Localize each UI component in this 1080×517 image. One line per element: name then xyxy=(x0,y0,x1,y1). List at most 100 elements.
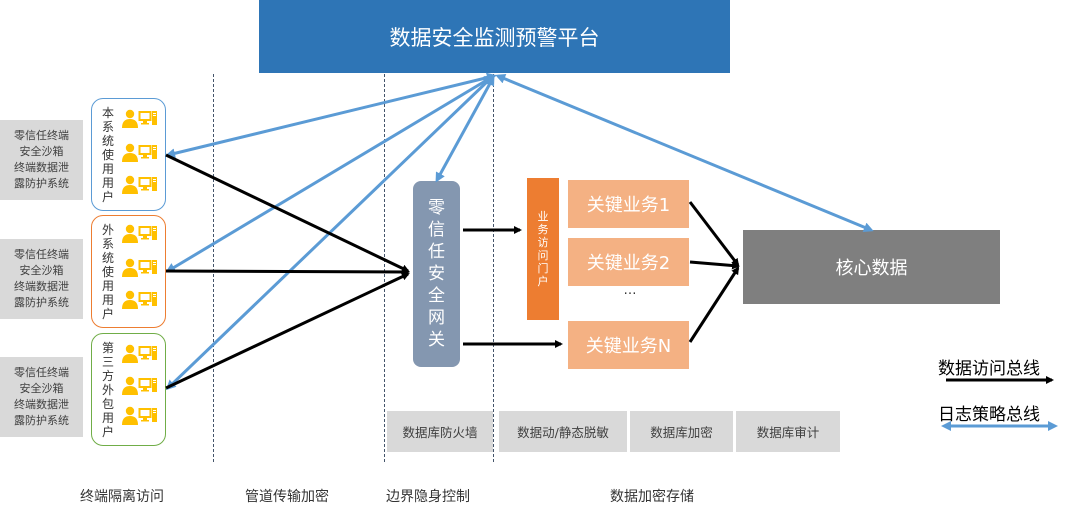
data-bus-arrow xyxy=(165,272,410,390)
user-group-internal: 本系统使用用户 xyxy=(91,98,166,211)
vertical-label-char: 用 xyxy=(101,292,114,307)
user-computer-icon xyxy=(122,224,158,244)
layer-label-storage: 数据加密存储 xyxy=(610,489,694,505)
user-computer-icon xyxy=(122,175,158,195)
legend-data-access-label: 数据访问总线 xyxy=(938,359,1040,379)
vertical-label-char: 用 xyxy=(101,175,114,190)
vertical-label-char: 问 xyxy=(537,249,549,262)
business-access-portal: 业务访问门户 xyxy=(527,178,559,320)
terminal-protection-line: 露防护系统 xyxy=(14,296,69,309)
legend-log-policy-label: 日志策略总线 xyxy=(938,405,1040,425)
terminal-protection-line: 露防护系统 xyxy=(14,177,69,190)
terminal-protection-line: 安全沙箱 xyxy=(19,382,64,395)
vertical-label-char: 方 xyxy=(101,368,114,383)
vertical-label-char: 外 xyxy=(101,222,114,237)
key-business-1: 关键业务1 xyxy=(568,180,689,228)
vertical-label-char: 用 xyxy=(101,410,114,425)
data-bus-arrow xyxy=(688,201,740,267)
vertical-label-char: 统 xyxy=(101,133,114,148)
vertical-label-char: 用 xyxy=(101,278,114,293)
vertical-label-char: 户 xyxy=(537,275,549,288)
db-security-label: 数据库防火墙 xyxy=(402,425,478,440)
vertical-label-char: 零 xyxy=(428,198,445,218)
terminal-protection-box: 零信任终端 安全沙箱 终端数据泄 露防护系统 xyxy=(0,239,83,319)
vertical-label-char: 户 xyxy=(101,189,114,204)
key-business-label: 关键业务1 xyxy=(586,195,671,216)
vertical-label-char: 全 xyxy=(428,286,445,306)
vertical-label-char: 外 xyxy=(101,382,114,397)
vertical-label-char: 三 xyxy=(101,354,114,369)
vertical-label-char: 使 xyxy=(101,147,114,162)
user-computer-icon xyxy=(122,258,158,278)
user-group-external: 外系统使用用户 xyxy=(91,215,166,328)
business-ellipsis: … xyxy=(623,283,637,298)
db-security-label: 数据动/静态脱敏 xyxy=(517,425,609,440)
vertical-label-char: 系 xyxy=(101,236,114,251)
monitoring-platform-title: 数据安全监测预警平台 xyxy=(389,25,600,50)
key-business-label: 关键业务N xyxy=(585,336,672,357)
vertical-label-char: 系 xyxy=(101,119,114,134)
vertical-label-char: 访 xyxy=(537,236,549,249)
user-computer-icon xyxy=(122,109,158,129)
log-bus-arrow xyxy=(435,75,495,183)
terminal-protection-line: 终端数据泄 xyxy=(14,161,69,174)
vertical-label-char: 网 xyxy=(428,308,445,328)
user-group-label: 外系统使用用户 xyxy=(101,216,115,327)
core-data-box: 核心数据 xyxy=(743,230,1000,304)
terminal-protection-line: 露防护系统 xyxy=(14,414,69,427)
terminal-protection-box: 零信任终端 安全沙箱 终端数据泄 露防护系统 xyxy=(0,120,83,200)
vertical-label-char: 户 xyxy=(101,306,114,321)
user-computer-icon xyxy=(122,344,158,364)
db-firewall: 数据库防火墙 xyxy=(387,411,493,452)
db-encryption: 数据库加密 xyxy=(630,411,733,452)
zone-divider xyxy=(384,74,385,462)
user-computer-icon xyxy=(122,143,158,163)
terminal-protection-line: 零信任终端 xyxy=(14,248,69,261)
layer-label-transport: 管道传输加密 xyxy=(245,489,329,505)
terminal-protection-line: 零信任终端 xyxy=(14,366,69,379)
log-bus-arrow xyxy=(165,72,497,159)
vertical-label-char: 任 xyxy=(428,242,445,262)
user-group-label: 第三方外包用户 xyxy=(101,334,115,445)
user-group-label: 本系统使用用户 xyxy=(101,99,115,210)
user-computer-icon xyxy=(122,376,158,396)
user-computer-icon xyxy=(122,290,158,310)
user-group-third-party: 第三方外包用户 xyxy=(91,333,166,446)
data-bus-arrow xyxy=(165,153,410,273)
zone-divider xyxy=(493,74,494,462)
monitoring-platform-box: 数据安全监测预警平台 xyxy=(259,0,730,73)
vertical-label-char: 用 xyxy=(101,161,114,176)
terminal-protection-line: 终端数据泄 xyxy=(14,398,69,411)
db-audit: 数据库审计 xyxy=(736,411,840,452)
zone-divider xyxy=(213,74,214,462)
data-bus-arrow xyxy=(689,260,740,270)
layer-label-boundary: 边界隐身控制 xyxy=(386,489,470,505)
vertical-label-char: 务 xyxy=(537,223,549,236)
zero-trust-gateway: 零信任安全网关 xyxy=(413,181,460,367)
vertical-label-char: 门 xyxy=(537,262,549,275)
vertical-label-char: 使 xyxy=(101,264,114,279)
vertical-label-char: 统 xyxy=(101,250,114,265)
key-business-label: 关键业务2 xyxy=(586,253,671,274)
vertical-label-char: 本 xyxy=(101,105,114,120)
terminal-protection-line: 终端数据泄 xyxy=(14,280,69,293)
terminal-protection-box: 零信任终端 安全沙箱 终端数据泄 露防护系统 xyxy=(0,357,83,437)
user-computer-icon xyxy=(122,406,158,426)
vertical-label-char: 关 xyxy=(428,330,445,350)
db-masking: 数据动/静态脱敏 xyxy=(499,411,627,452)
data-bus-arrow xyxy=(688,266,740,343)
terminal-protection-line: 零信任终端 xyxy=(14,129,69,142)
terminal-protection-line: 安全沙箱 xyxy=(19,145,64,158)
vertical-label-char: 包 xyxy=(101,396,114,411)
data-bus-arrow xyxy=(165,267,410,276)
vertical-label-char: 信 xyxy=(428,220,445,240)
key-business-2: 关键业务2 xyxy=(568,238,689,286)
key-business-n: 关键业务N xyxy=(568,321,689,369)
db-security-label: 数据库审计 xyxy=(756,425,820,440)
layer-label-terminal: 终端隔离访问 xyxy=(80,489,164,505)
db-security-label: 数据库加密 xyxy=(650,425,713,440)
vertical-label-char: 业 xyxy=(537,210,549,223)
vertical-label-char: 第 xyxy=(101,340,114,355)
vertical-label-char: 安 xyxy=(428,264,445,284)
core-data-label: 核心数据 xyxy=(835,258,908,279)
